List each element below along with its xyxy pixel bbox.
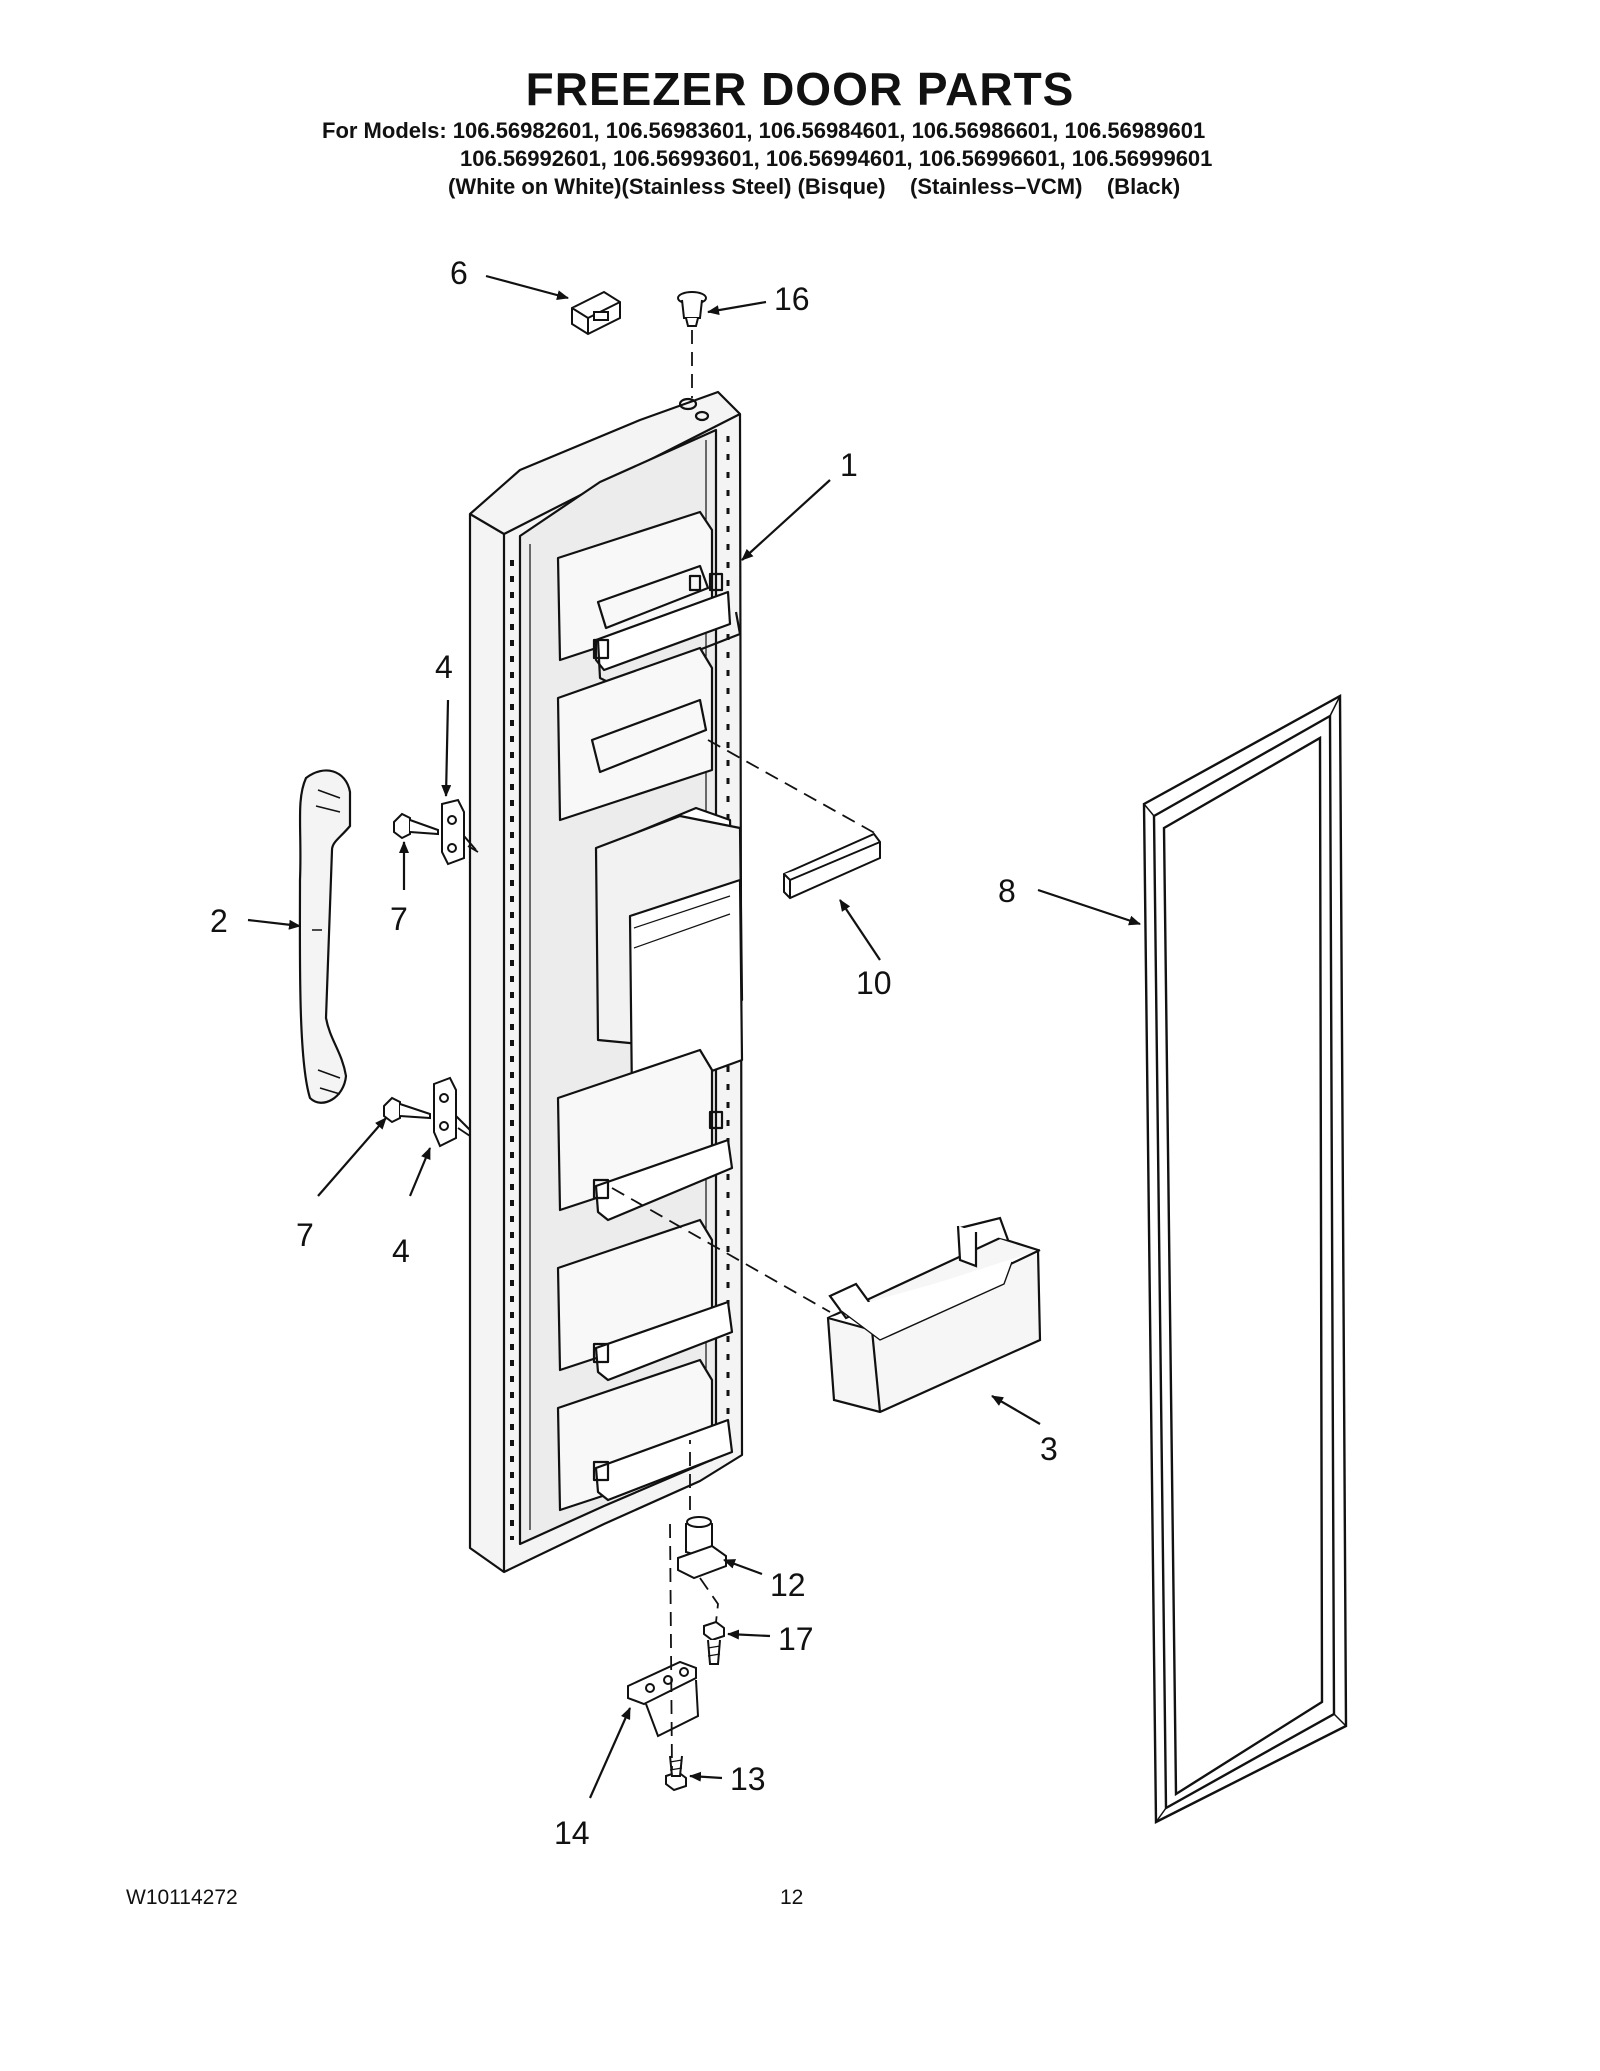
door-bin — [826, 1216, 1042, 1414]
callout-1: 1 — [840, 447, 858, 483]
callout-14: 14 — [554, 1815, 590, 1851]
callout-7-upper: 7 — [390, 901, 408, 937]
alignment-lines — [457, 330, 881, 1771]
handle-bracket-lower — [433, 1076, 471, 1148]
leader-arrows — [247, 274, 1141, 1799]
models-list-2: 106.56992601, 106.56993601, 106.56994601… — [460, 146, 1213, 171]
callout-13: 13 — [730, 1761, 766, 1797]
top-cap — [571, 290, 621, 336]
callout-6: 6 — [450, 255, 468, 291]
hinge-bracket — [627, 1660, 700, 1738]
callout-7-lower: 7 — [296, 1217, 314, 1253]
page-number: 12 — [780, 1886, 804, 1909]
pin-screw — [703, 1620, 725, 1665]
callout-4-upper: 4 — [435, 649, 453, 685]
hinge-pin — [677, 1516, 727, 1580]
callout-labels: 1 2 3 4 4 6 7 7 8 10 12 13 14 16 17 — [210, 255, 1058, 1851]
callout-4-lower: 4 — [392, 1233, 410, 1269]
callout-3: 3 — [1040, 1431, 1058, 1467]
freezer-door-panel — [468, 390, 744, 1574]
retainer-bar — [783, 832, 881, 900]
door-gasket — [1142, 693, 1348, 1824]
page-title: FREEZER DOOR PARTS — [525, 63, 1075, 115]
callout-16: 16 — [774, 281, 810, 317]
models-list-1: 106.56982601, 106.56983601, 106.56984601… — [452, 118, 1206, 143]
finish-list: (White on White)(Stainless Steel) (Bisqu… — [448, 174, 1181, 199]
callout-2: 2 — [210, 903, 228, 939]
document-number: W10114272 — [126, 1886, 238, 1909]
screw-upper — [393, 812, 439, 840]
callout-10: 10 — [856, 965, 892, 1001]
door-handle — [298, 769, 352, 1104]
callout-17: 17 — [778, 1621, 814, 1657]
screw-lower — [383, 1096, 431, 1124]
models-label: For Models: — [322, 118, 447, 143]
callout-12: 12 — [770, 1567, 806, 1603]
models-line-1: For Models: 106.56982601, 106.56983601, … — [322, 118, 1205, 144]
handle-bracket-upper — [441, 798, 477, 866]
top-bushing — [677, 291, 707, 327]
hinge-screw — [665, 1755, 687, 1792]
callout-8: 8 — [998, 873, 1016, 909]
